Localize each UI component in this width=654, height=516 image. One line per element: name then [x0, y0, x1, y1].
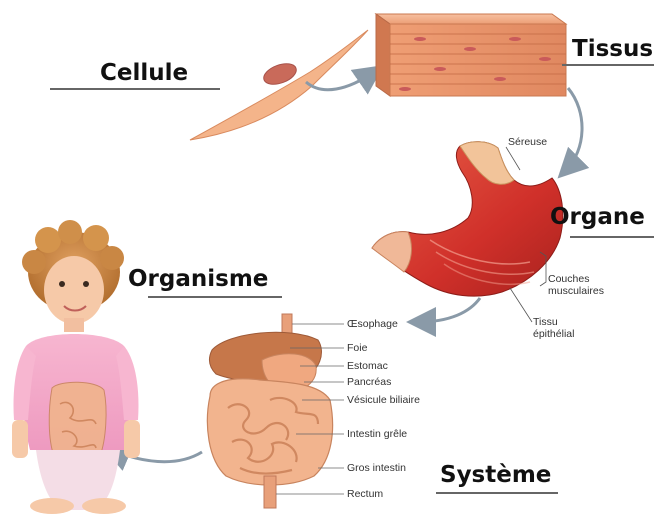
underline-tissus [562, 64, 654, 66]
level-title-systeme: Système [440, 462, 551, 488]
label-sereuse: Séreuse [508, 136, 547, 148]
label-tissu-2: épithélial [533, 328, 574, 340]
level-title-tissus: Tissus [572, 36, 653, 62]
digestive-system-illustration [207, 314, 344, 508]
stomach-illustration [372, 142, 563, 322]
level-title-cellule: Cellule [100, 60, 188, 86]
underline-cellule [50, 88, 220, 90]
child-illustration [12, 220, 140, 514]
label-vesicule: Vésicule biliaire [347, 394, 420, 406]
label-gros-intestin: Gros intestin [347, 462, 406, 474]
label-oesophage: Œsophage [347, 318, 398, 330]
label-tissu-1: Tissu [533, 316, 558, 328]
label-estomac: Estomac [347, 360, 388, 372]
level-title-organisme: Organisme [128, 266, 268, 292]
label-couches-2: musculaires [548, 285, 604, 297]
tissue-block-illustration [376, 14, 566, 96]
label-couches-1: Couches [548, 273, 589, 285]
level-title-organe: Organe [550, 204, 645, 230]
underline-organe [570, 236, 654, 238]
underline-organisme [148, 296, 282, 298]
label-foie: Foie [347, 342, 367, 354]
label-intestin-grele: Intestin grêle [347, 428, 407, 440]
underline-systeme [436, 492, 558, 494]
arrow-organ-to-system [418, 298, 480, 322]
arrow-tissue-to-organ [566, 88, 582, 170]
cell-illustration [190, 30, 368, 140]
label-rectum: Rectum [347, 488, 383, 500]
label-pancreas: Pancréas [347, 376, 391, 388]
